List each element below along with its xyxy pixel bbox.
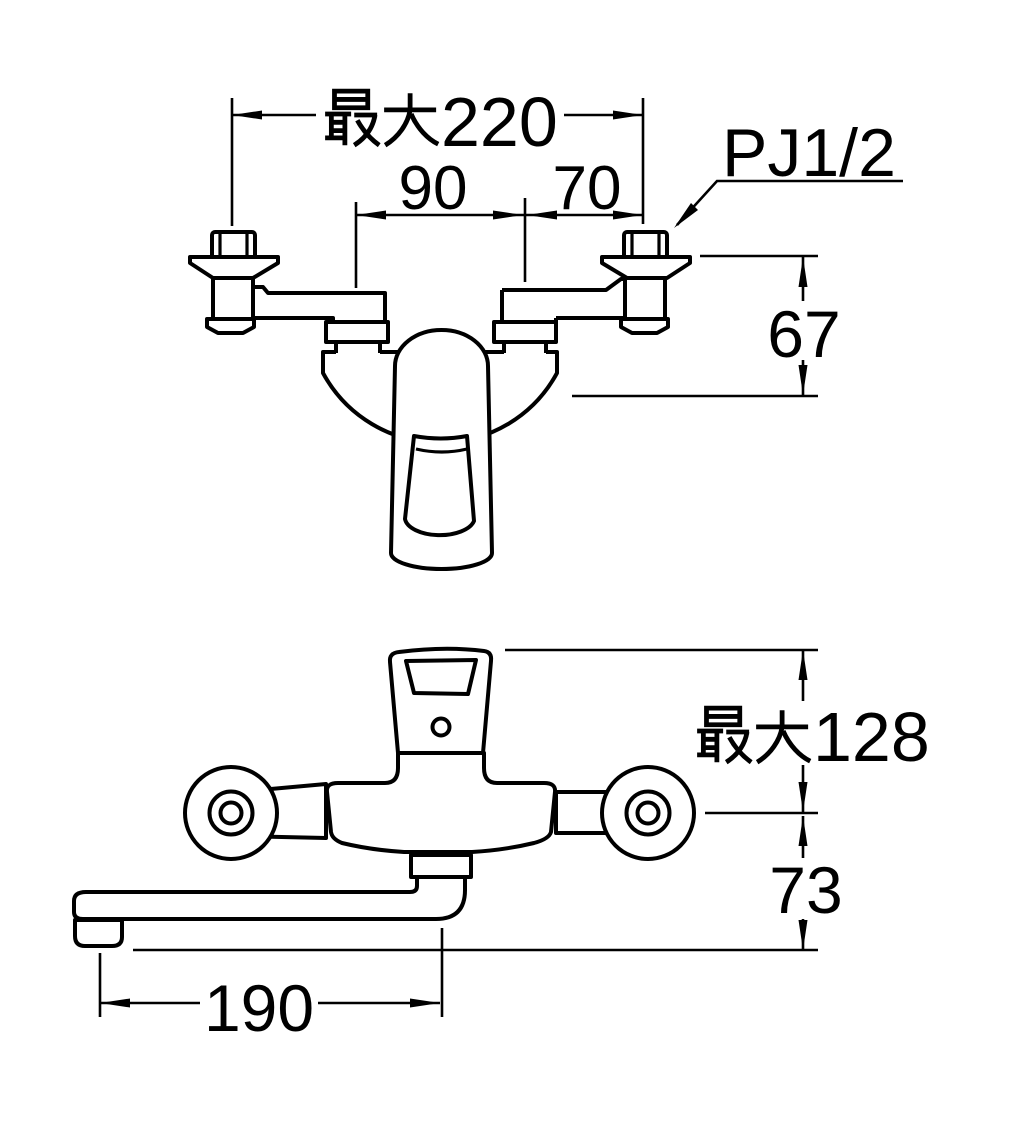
aerator-cap	[73, 918, 124, 948]
right-hex-facets	[630, 234, 661, 258]
arrowhead-left	[232, 110, 262, 120]
lever-handle-crease	[415, 447, 468, 454]
left-wall-flange	[183, 765, 279, 861]
leader-arrowhead	[674, 203, 698, 228]
right-leg-tip	[619, 317, 670, 335]
dim-max-width: 220	[230, 83, 645, 226]
kanji-saidai-width-2	[384, 93, 438, 145]
dim-wall-offset-value: 67	[767, 297, 840, 371]
swing-spout	[72, 853, 473, 948]
top-view: 220 90 70 PJ1/2 67	[188, 83, 903, 571]
spout-tube	[72, 875, 467, 921]
right-escutcheon	[600, 255, 692, 280]
handle-screw-hole	[430, 716, 452, 738]
right-wall-flange	[600, 765, 696, 861]
faucet-body-front	[324, 751, 558, 854]
left-inlet-nut	[324, 320, 390, 344]
left-leg-body	[211, 276, 255, 322]
right-inlet-nut	[492, 320, 558, 344]
right-leg-body	[623, 276, 667, 322]
kanji-saidai-height-2	[756, 710, 810, 762]
spout-nut	[409, 853, 473, 879]
dim-center-drop: 73	[133, 816, 843, 952]
left-leg-tip	[205, 317, 256, 335]
lever-handle-top	[389, 328, 494, 571]
left-supply-arm	[253, 285, 387, 322]
dim-max-height: 128	[505, 648, 930, 815]
lever-top-face	[404, 658, 478, 696]
arrowhead-right	[613, 110, 643, 120]
left-wall-connector	[188, 230, 280, 335]
thread-label: PJ1/2	[722, 115, 896, 191]
right-supply-arm	[500, 277, 626, 322]
front-view: 128 73 190	[72, 646, 930, 1045]
dim-center-drop-value: 73	[769, 853, 842, 927]
dim-spout-reach: 190	[98, 928, 444, 1045]
dim-pitch-90-70: 90 70	[354, 154, 643, 288]
dim-left-pitch-value: 90	[399, 154, 468, 223]
dim-max-height-value: 128	[813, 698, 930, 776]
kanji-saidai-width	[325, 91, 379, 145]
dim-wall-offset: 67	[572, 254, 841, 398]
kanji-saidai-height	[697, 708, 751, 762]
right-wall-connector	[600, 230, 692, 335]
left-escutcheon	[188, 255, 280, 280]
dim-spout-reach-value: 190	[204, 971, 314, 1045]
lever-handle-top-inner	[403, 434, 476, 538]
thread-callout: PJ1/2	[674, 115, 903, 228]
left-hex-facets	[218, 234, 249, 256]
lever-handle-front	[387, 646, 494, 755]
dim-max-width-value: 220	[441, 83, 558, 161]
dim-right-pitch-value: 70	[553, 154, 622, 223]
